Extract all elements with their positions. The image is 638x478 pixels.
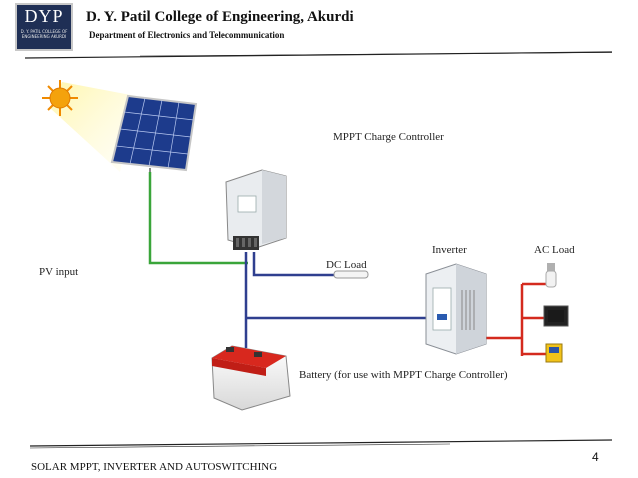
sun-icon <box>42 80 78 116</box>
dc-wires <box>244 252 436 348</box>
footer-rule <box>29 439 613 449</box>
ac-load-tv-icon <box>543 305 569 327</box>
ac-wires <box>482 282 548 356</box>
college-name: D. Y. Patil College of Engineering, Akur… <box>86 9 354 25</box>
header-rule <box>24 51 613 59</box>
mppt-controller-device <box>225 169 287 250</box>
logo-text: DYP <box>24 6 64 26</box>
dc-load-lamp <box>333 270 369 279</box>
battery-label: Battery (for use with MPPT Charge Contro… <box>299 369 508 381</box>
pv-wire <box>148 172 248 265</box>
mppt-label: MPPT Charge Controller <box>333 131 444 143</box>
page-number: 4 <box>592 450 599 464</box>
college-logo: DYP D. Y. PATIL COLLEGE OF ENGINEERING A… <box>15 3 73 51</box>
inverter-label: Inverter <box>432 244 467 256</box>
solar-panel <box>110 94 198 178</box>
ac-load-bulb-icon <box>545 263 557 288</box>
pv-input-label: PV input <box>39 266 78 278</box>
battery-device <box>211 345 291 411</box>
ac-load-label: AC Load <box>534 244 575 256</box>
logo-subtext: D. Y. PATIL COLLEGE OF ENGINEERING AKURD… <box>20 29 68 39</box>
dc-load-label: DC Load <box>326 259 367 271</box>
department-name: Department of Electronics and Telecommun… <box>89 30 285 40</box>
inverter-device <box>425 263 487 355</box>
footer-title: SOLAR MPPT, INVERTER AND AUTOSWITCHING <box>31 461 278 473</box>
ac-load-appliance-icon <box>545 343 563 363</box>
